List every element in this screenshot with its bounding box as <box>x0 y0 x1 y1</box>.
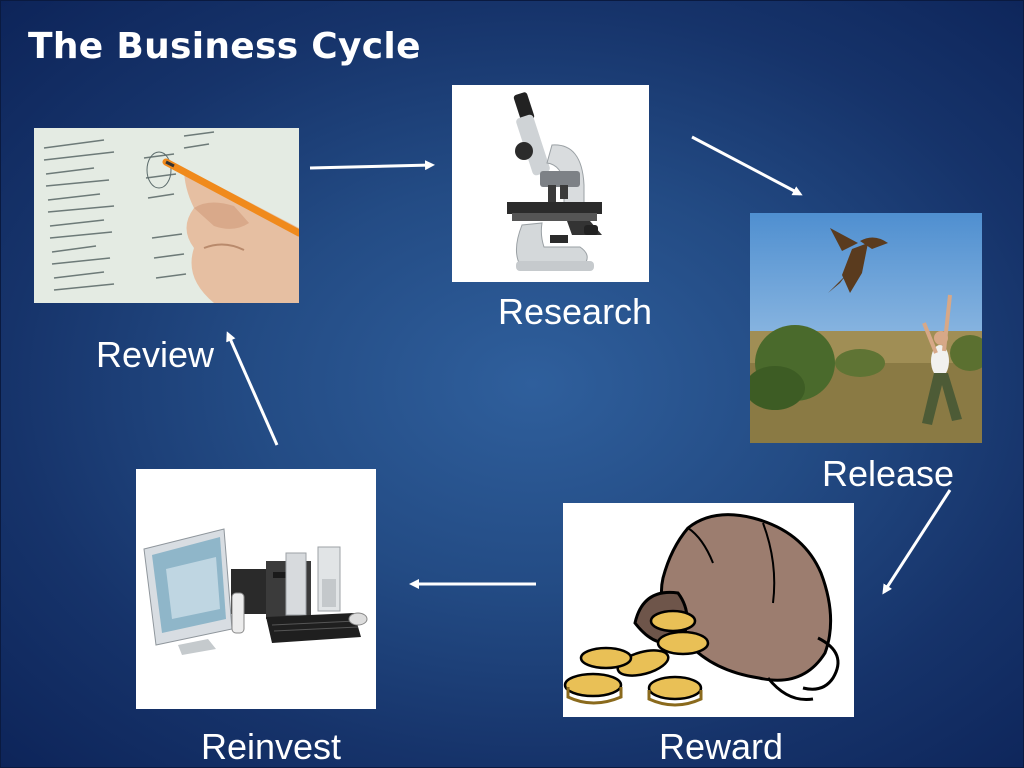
label-reinvest: Reinvest <box>201 726 342 767</box>
arrow-release-to-reward <box>882 489 952 595</box>
arrow-research-to-release <box>691 135 803 196</box>
label-research: Research <box>498 291 653 332</box>
microscope-image <box>452 85 649 282</box>
document-and-pen-image <box>34 128 299 303</box>
label-reward: Reward <box>659 726 784 767</box>
eagle-release-image <box>750 213 982 443</box>
slide-title: The Business Cycle <box>28 26 421 67</box>
arrow-review-to-research <box>309 160 435 171</box>
label-review: Review <box>96 334 215 375</box>
arrow-reinvest-to-review <box>226 331 279 446</box>
label-release: Release <box>822 453 955 494</box>
money-bag-image <box>563 503 854 717</box>
computer-setup-image <box>136 469 376 709</box>
